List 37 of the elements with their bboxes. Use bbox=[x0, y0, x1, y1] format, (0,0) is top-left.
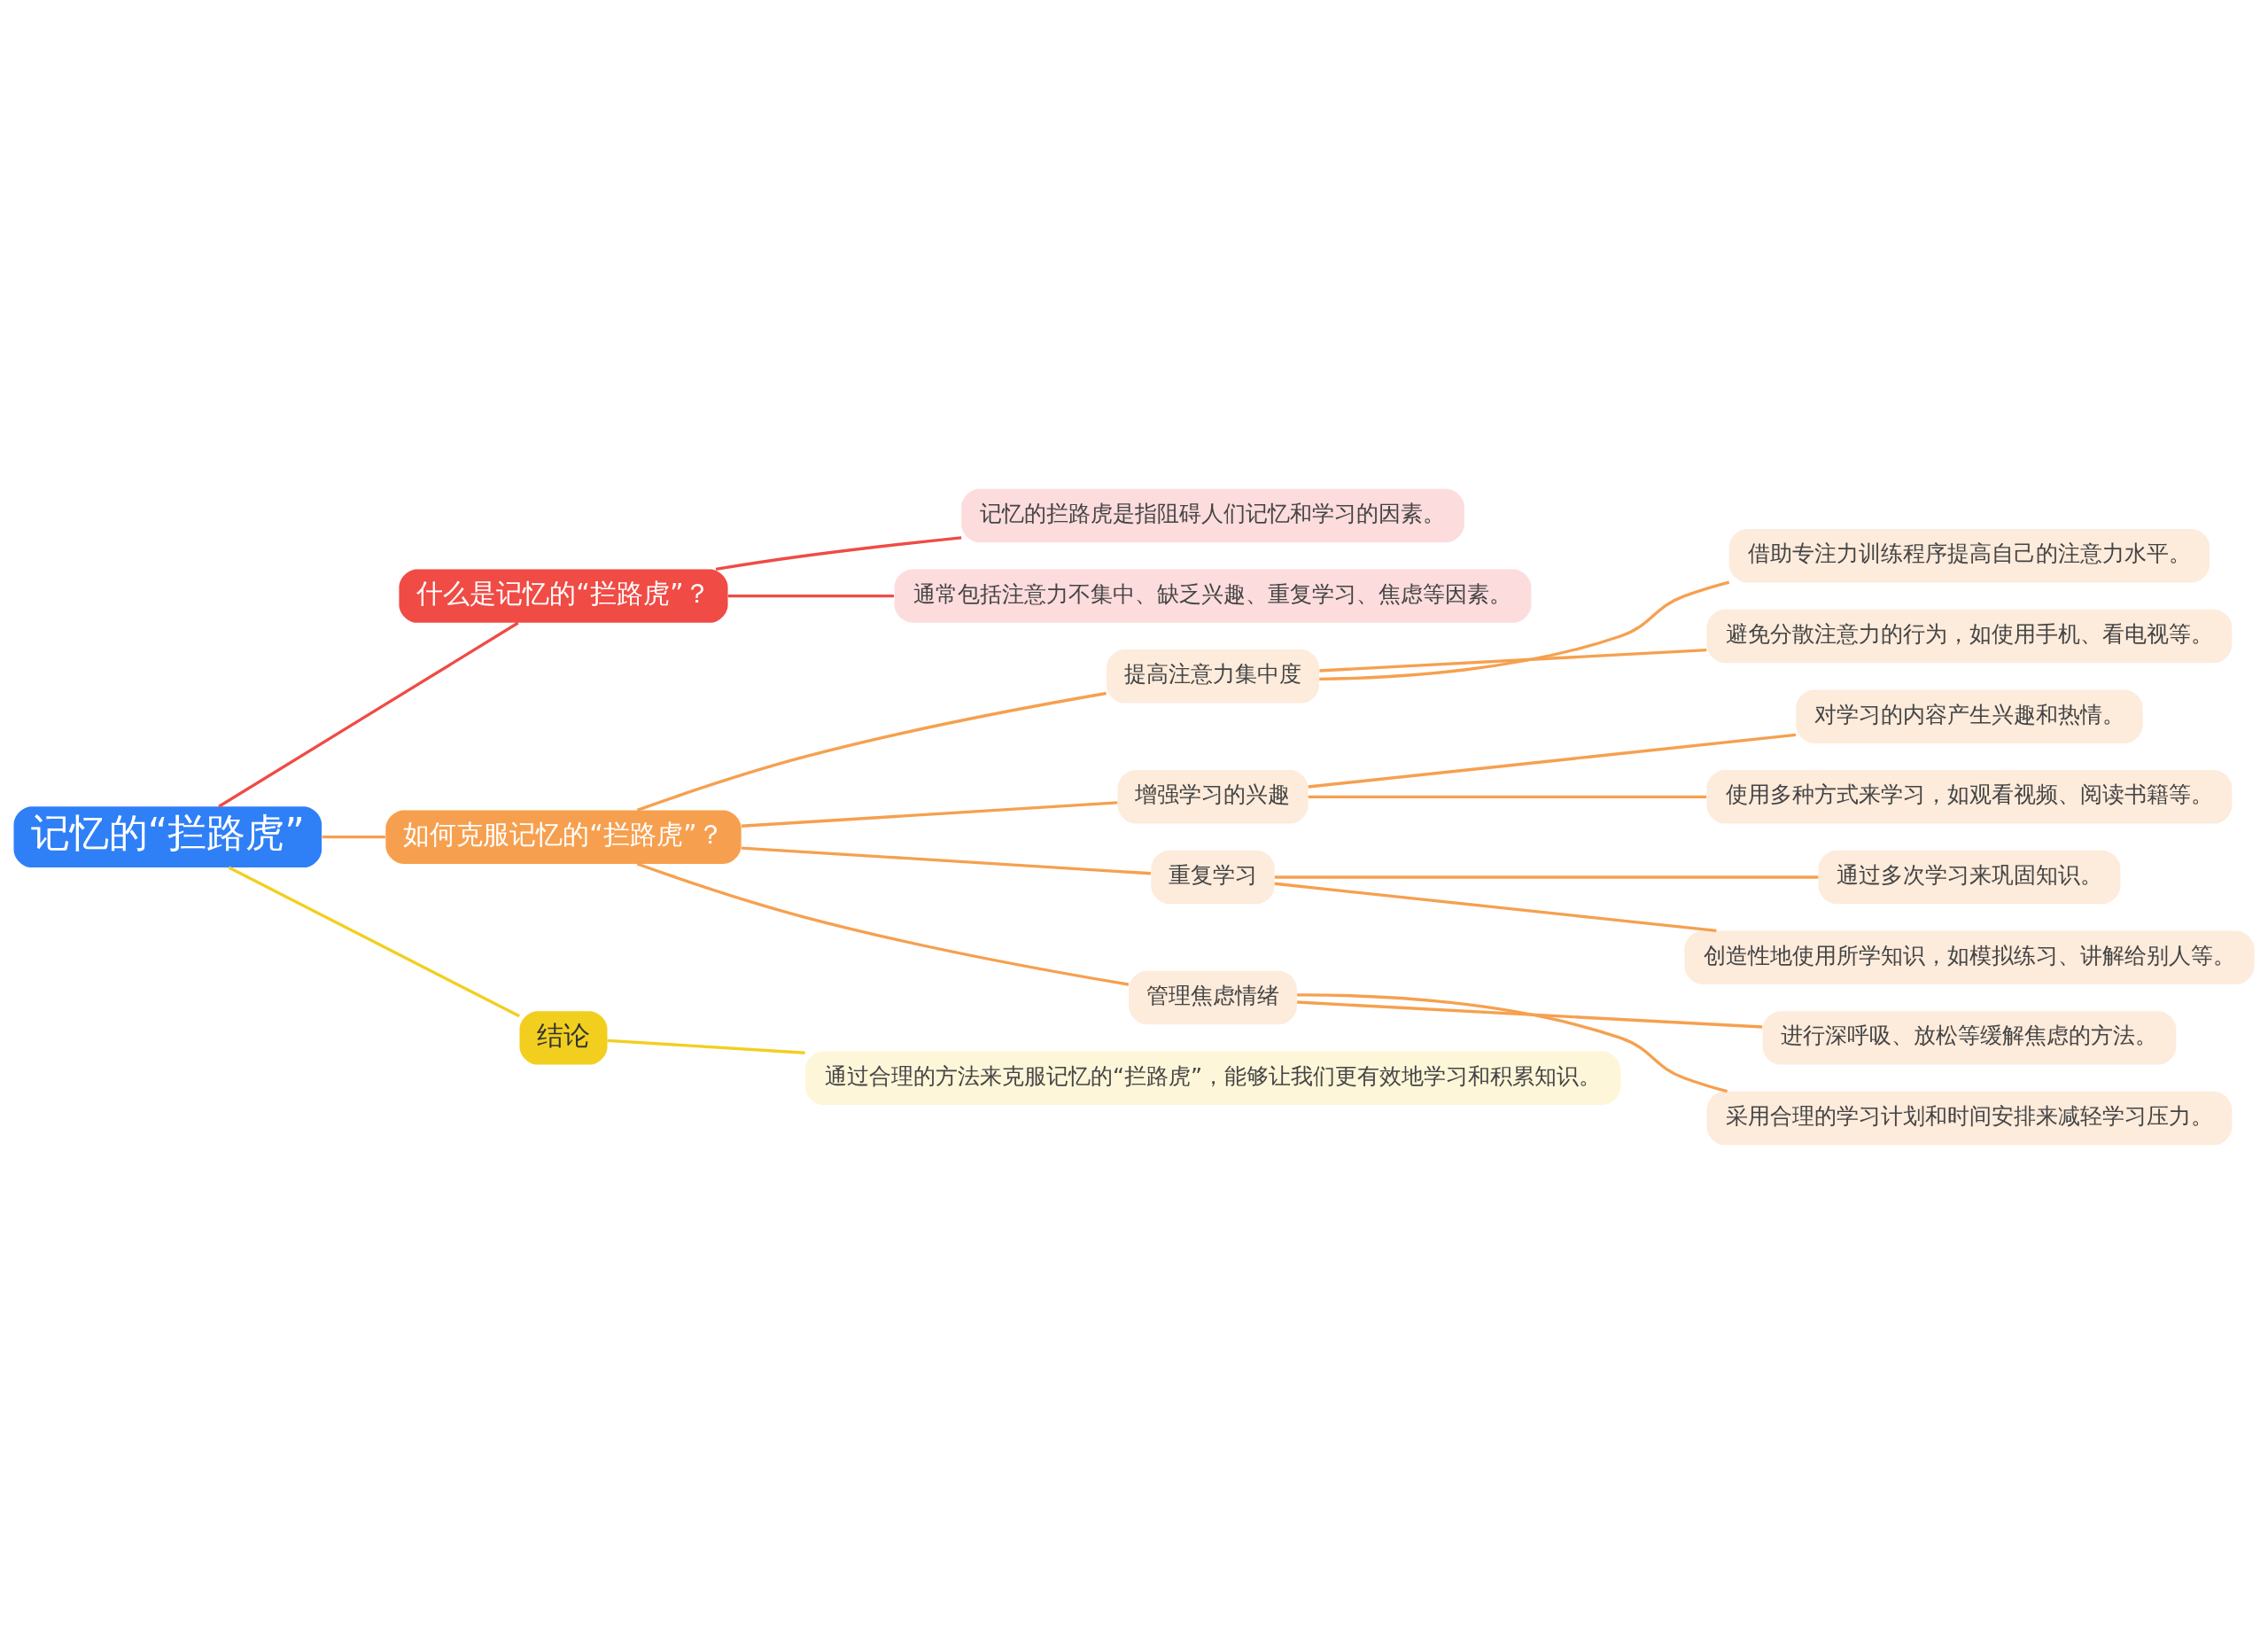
connector bbox=[1297, 992, 1728, 1093]
node-box: 创造性地使用所学知识，如模拟练习、讲解给别人等。 bbox=[1684, 929, 2255, 984]
node-box: 结论 bbox=[519, 1010, 608, 1065]
connector bbox=[322, 835, 385, 838]
node-box: 记忆的“拦路虎” bbox=[13, 805, 322, 867]
node-box: 采用合理的学习计划和时间安排来减轻学习压力。 bbox=[1706, 1091, 2233, 1145]
connector bbox=[1319, 648, 1707, 673]
node-box: 管理焦虑情绪 bbox=[1129, 970, 1297, 1024]
connector bbox=[636, 691, 1107, 812]
node-box: 使用多种方式来学习，如观看视频、阅读书籍等。 bbox=[1706, 769, 2233, 824]
node-box: 进行深呼吸、放松等缓解焦虑的方法。 bbox=[1762, 1010, 2177, 1065]
node-box: 提高注意力集中度 bbox=[1106, 649, 1320, 704]
node-box: 记忆的拦路虎是指阻碍人们记忆和学习的因素。 bbox=[961, 488, 1464, 542]
connector bbox=[607, 1038, 805, 1054]
node-box: 通过合理的方法来克服记忆的“拦路虎”，能够让我们更有效地学习和积累知识。 bbox=[804, 1051, 1621, 1105]
connector bbox=[727, 594, 894, 597]
connector bbox=[1319, 579, 1730, 680]
connector bbox=[636, 861, 1130, 986]
connector bbox=[1274, 882, 1717, 932]
connector bbox=[218, 621, 519, 808]
node-box: 如何克服记忆的“拦路虎”？ bbox=[385, 809, 742, 864]
node-box: 通过多次学习来巩固知识。 bbox=[1818, 850, 2121, 904]
node-box: 增强学习的兴趣 bbox=[1117, 769, 1309, 824]
connector bbox=[741, 800, 1118, 828]
connector bbox=[1308, 733, 1797, 789]
connector bbox=[228, 866, 520, 1017]
connector bbox=[1308, 795, 1707, 798]
node-box: 借助专注力训练程序提高自己的注意力水平。 bbox=[1728, 528, 2210, 582]
connector bbox=[741, 845, 1152, 875]
connector bbox=[1297, 999, 1763, 1029]
connector bbox=[1274, 875, 1819, 879]
connector bbox=[715, 535, 962, 571]
node-box: 通常包括注意力不集中、缺乏兴趣、重复学习、焦虑等因素。 bbox=[894, 568, 1532, 623]
node-box: 对学习的内容产生兴趣和热情。 bbox=[1796, 688, 2143, 743]
node-box: 重复学习 bbox=[1151, 850, 1275, 904]
node-box: 避免分散注意力的行为，如使用手机、看电视等。 bbox=[1706, 609, 2233, 663]
node-box: 什么是记忆的“拦路虎”？ bbox=[399, 568, 728, 623]
